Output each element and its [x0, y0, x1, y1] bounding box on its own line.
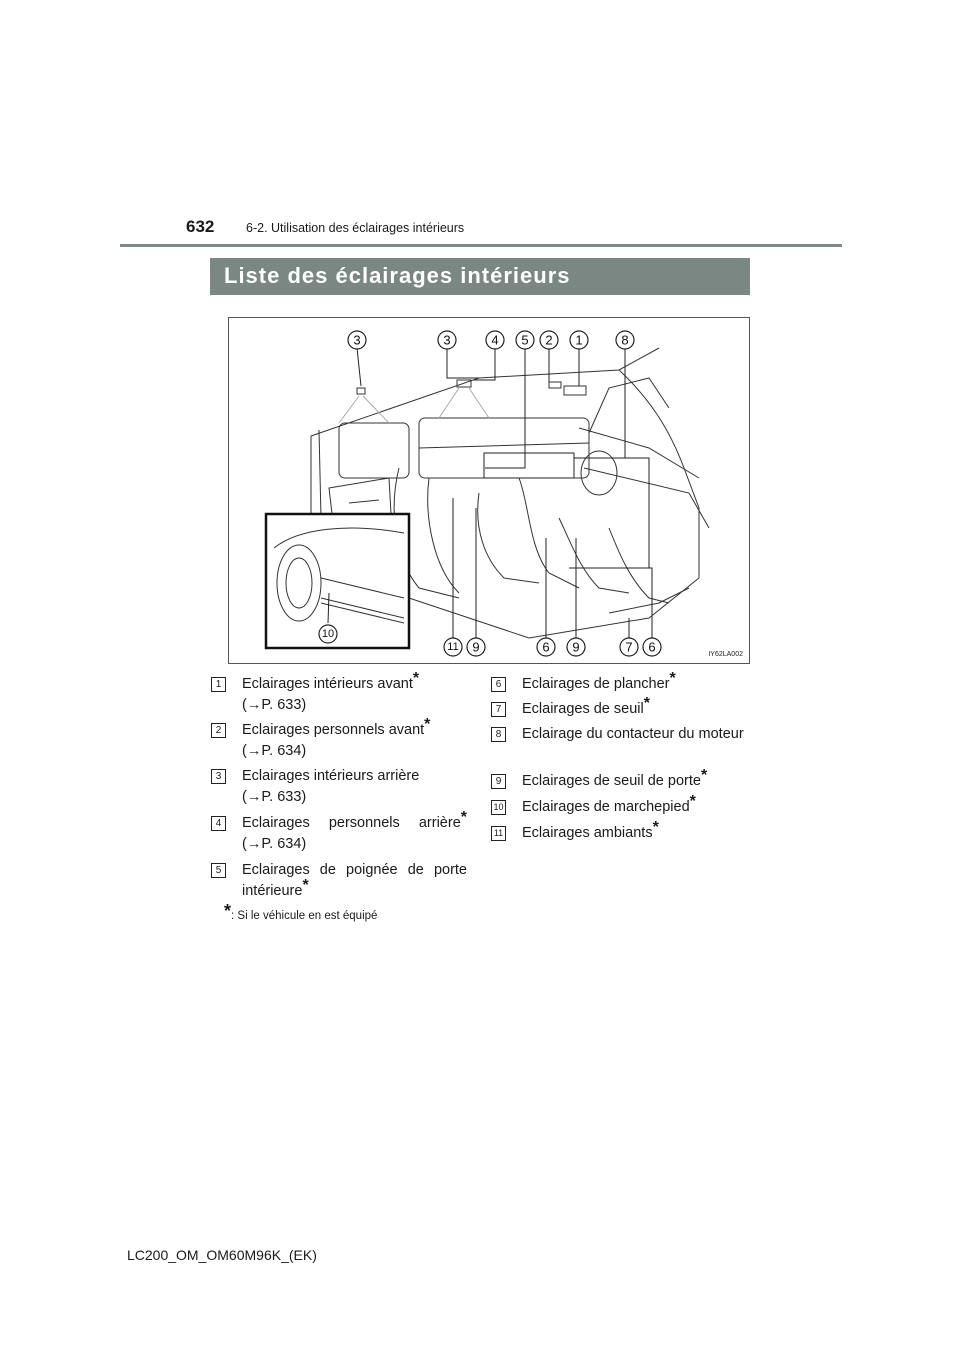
footnote: *: Si le véhicule en est équipé	[224, 902, 378, 922]
car-interior-drawing: 3 3 4 5 2 1 8 11 9 6 9 7 6 10	[264, 330, 710, 657]
footnote-text: : Si le véhicule en est équipé	[231, 910, 378, 922]
callout-9b: 9	[566, 637, 586, 657]
item-text: Eclairages personnels arrière*	[242, 809, 467, 832]
page-number: 632	[186, 217, 215, 236]
svg-text:8: 8	[621, 333, 628, 348]
title-banner: Liste des éclairages intérieurs	[210, 258, 750, 295]
callout-11: 11	[443, 637, 463, 657]
svg-text:11: 11	[447, 641, 458, 653]
item-ref: (→P. 634)	[242, 836, 307, 852]
item-text: Eclairages de poignée de porte intérieur…	[242, 862, 467, 899]
svg-text:9: 9	[572, 640, 579, 655]
callout-10: 10	[318, 624, 338, 644]
callouts-bottom: 11 9 6 9 7 6 10	[318, 624, 662, 657]
callout-8: 8	[615, 330, 635, 350]
svg-text:9: 9	[472, 640, 479, 655]
item-number: 9	[491, 774, 506, 789]
svg-text:3: 3	[443, 333, 450, 348]
callout-9a: 9	[466, 637, 486, 657]
item-text: Eclairages de seuil*	[522, 695, 650, 718]
callout-3b: 3	[437, 330, 457, 350]
item-text: Eclairages de seuil de porte*	[522, 767, 708, 790]
callout-4: 4	[485, 330, 505, 350]
item-number: 4	[211, 816, 226, 831]
callout-2: 2	[539, 330, 559, 350]
callout-7: 7	[619, 637, 639, 657]
section-title: 6-2. Utilisation des éclairages intérieu…	[246, 221, 465, 235]
item-number: 6	[491, 677, 506, 692]
item-text: Eclairage du contacteur du moteur	[522, 726, 744, 742]
item-number: 3	[211, 769, 226, 784]
svg-text:5: 5	[521, 333, 528, 348]
figure-code: IY62LA002	[708, 651, 743, 658]
item-text: Eclairages intérieurs arrière(→P. 633)	[242, 768, 420, 805]
item-number: 8	[491, 727, 506, 742]
callout-1: 1	[569, 330, 589, 350]
svg-text:6: 6	[648, 640, 655, 655]
item-text: Eclairages intérieurs avant*(→P. 633)	[242, 670, 420, 714]
footnote-star: *	[224, 901, 232, 921]
page-title: Liste des éclairages intérieurs	[224, 263, 571, 288]
header-rule	[120, 244, 842, 247]
item-text: Eclairages personnels avant*(→P. 634)	[242, 716, 431, 760]
svg-text:3: 3	[353, 333, 360, 348]
svg-text:4: 4	[491, 333, 498, 348]
item-text: Eclairages de plancher*	[522, 670, 676, 693]
item-text: Eclairages ambiants*	[522, 819, 659, 842]
item-number: 5	[211, 863, 226, 878]
item-number: 10	[491, 800, 506, 815]
callouts-top: 3 3 4 5 2 1 8	[347, 330, 635, 350]
item-number: 1	[211, 677, 226, 692]
callout-6b: 6	[642, 637, 662, 657]
callout-6a: 6	[536, 637, 556, 657]
svg-text:6: 6	[542, 640, 549, 655]
item-number: 11	[491, 826, 506, 841]
svg-text:2: 2	[545, 333, 552, 348]
model-code: LC200_OM_OM60M96K_(EK)	[127, 1247, 317, 1263]
callout-5: 5	[515, 330, 535, 350]
item-number: 7	[491, 702, 506, 717]
svg-text:7: 7	[625, 640, 632, 655]
item-text: Eclairages de marchepied*	[522, 793, 696, 816]
interior-lights-illustration: 3 3 4 5 2 1 8 11 9 6 9 7 6 10 IY62LA002	[228, 317, 750, 664]
svg-text:10: 10	[322, 628, 334, 640]
callout-3a: 3	[347, 330, 367, 350]
item-number: 2	[211, 723, 226, 738]
svg-text:1: 1	[575, 333, 582, 348]
